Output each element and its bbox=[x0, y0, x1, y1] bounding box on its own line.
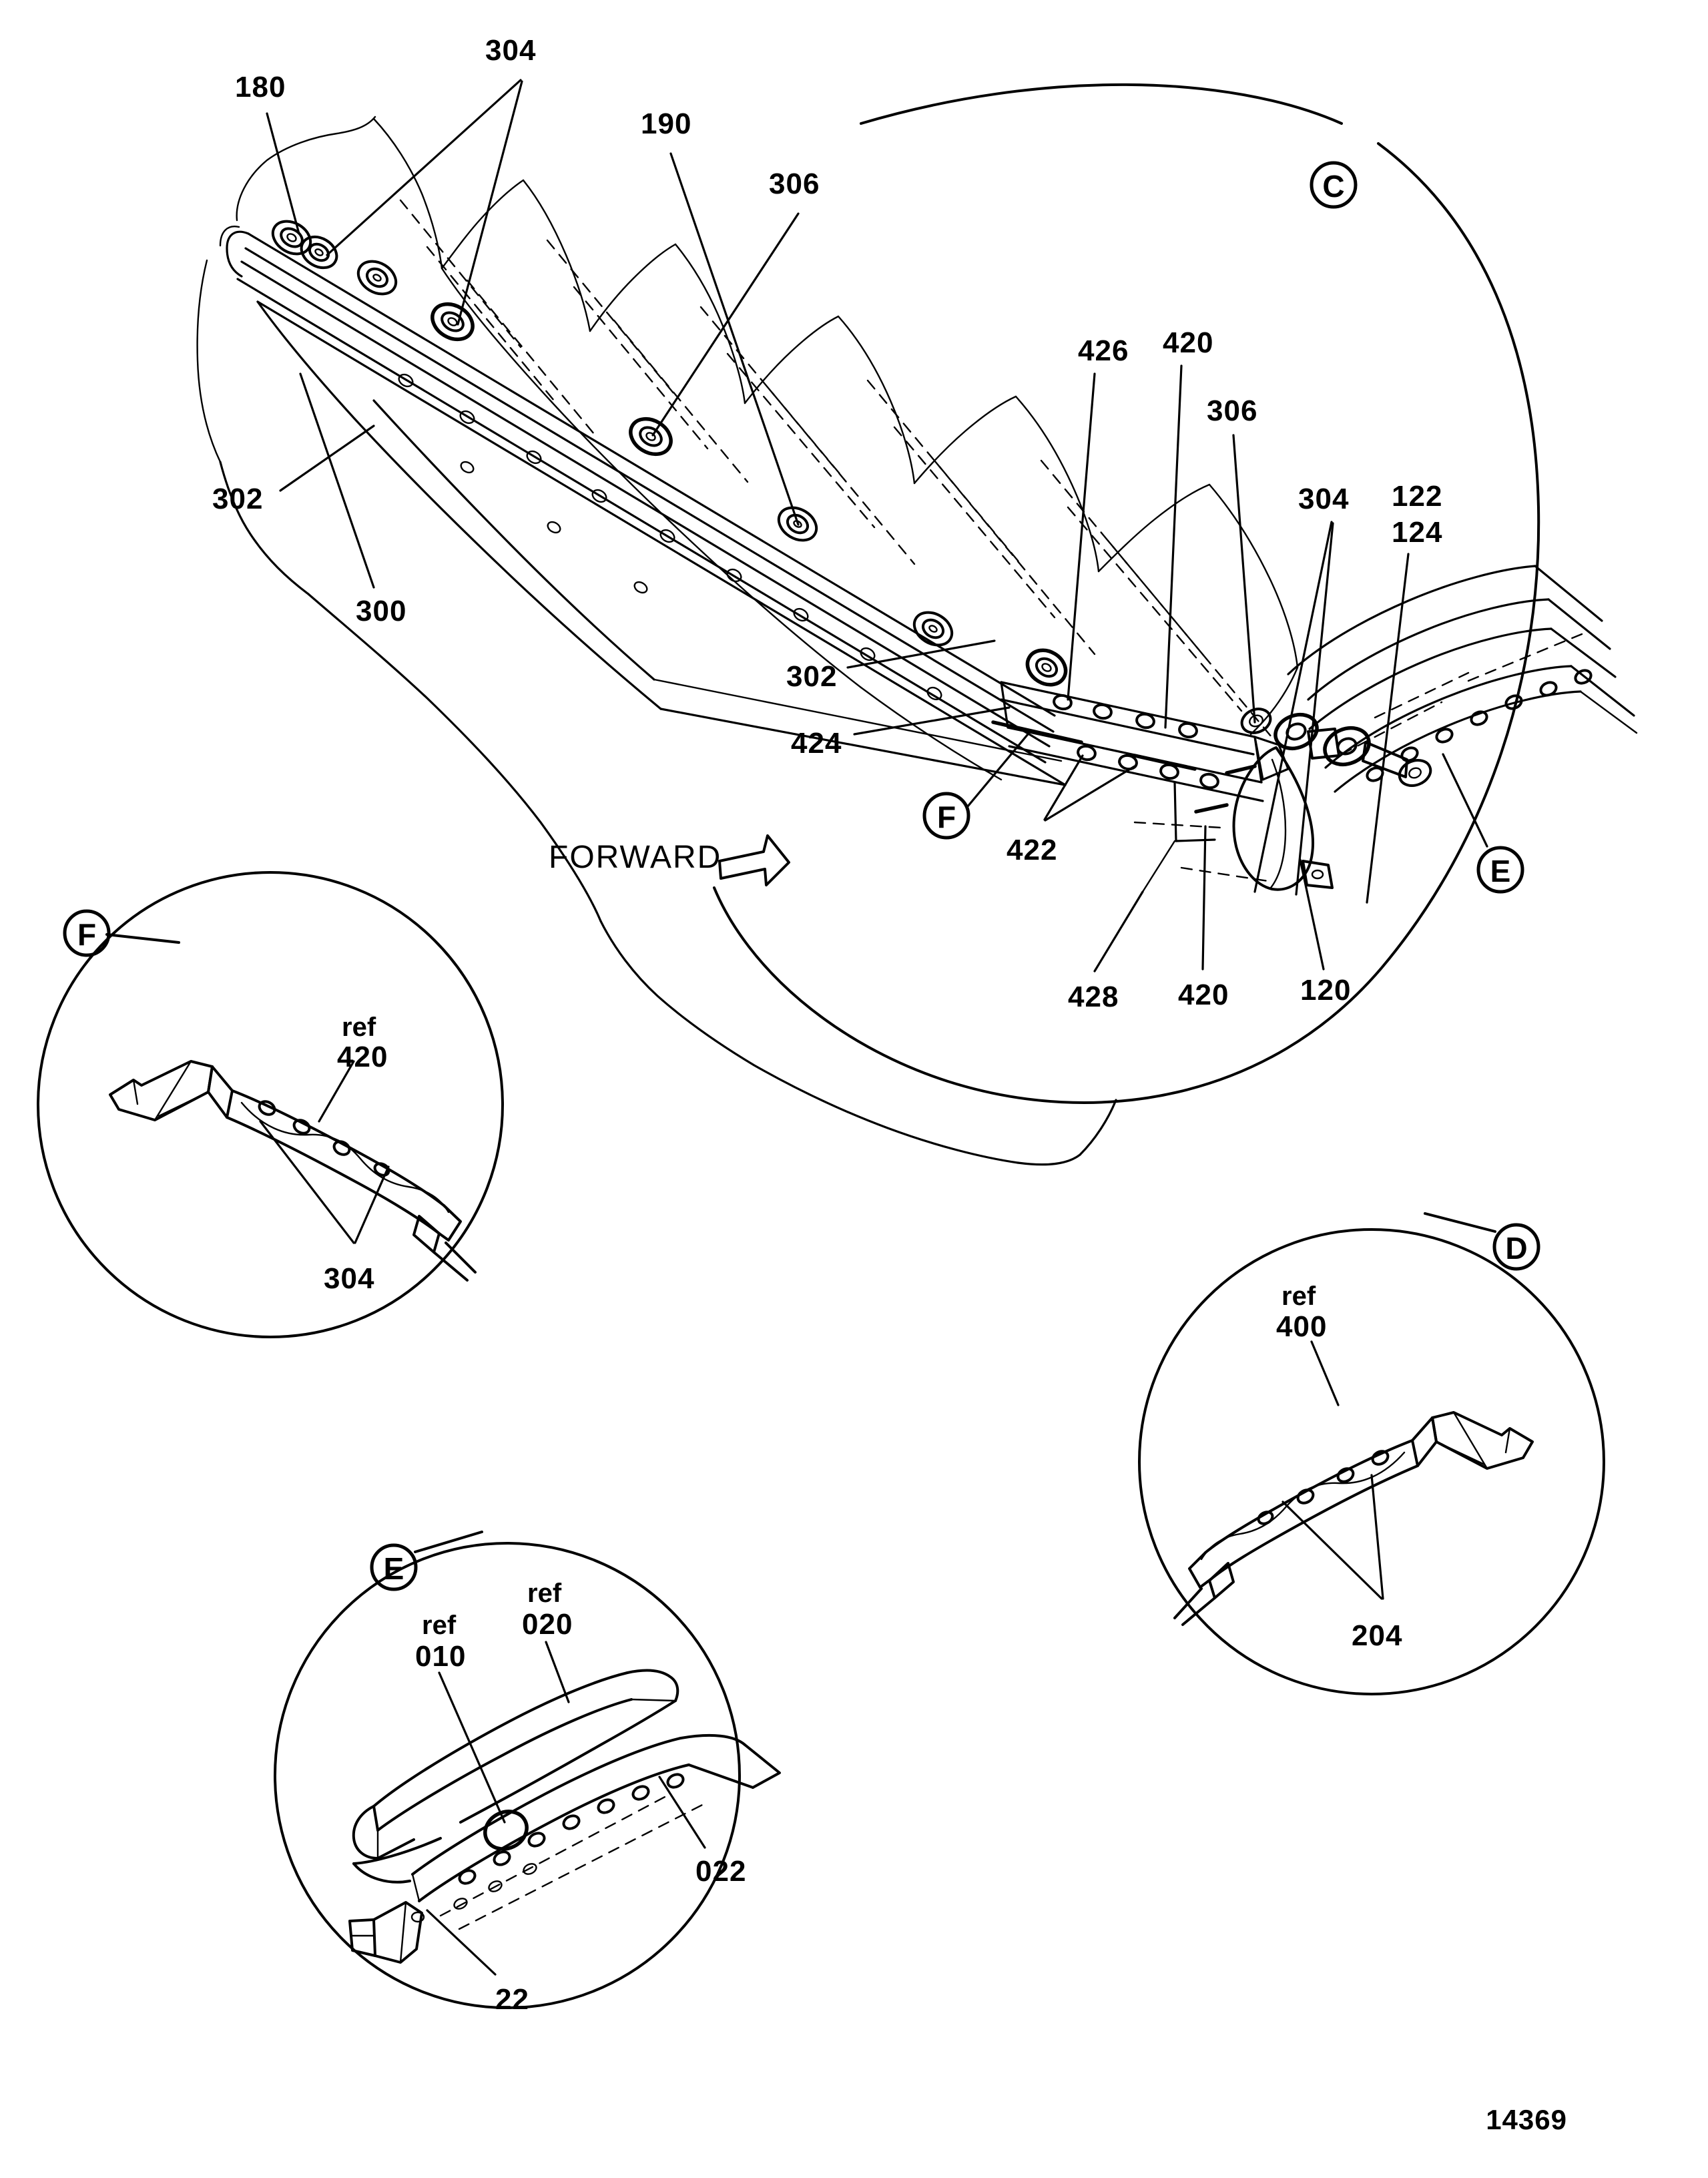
detail-d-ref-word: ref bbox=[1282, 1282, 1316, 1311]
callout-190: 190 bbox=[641, 107, 691, 140]
detail-e-ref-word-010: ref bbox=[422, 1611, 457, 1640]
detail-d-marker-circle bbox=[1492, 1223, 1540, 1271]
callout-300: 300 bbox=[356, 595, 406, 627]
detail-e-ref-020: 020 bbox=[522, 1608, 573, 1641]
callout-304-right: 304 bbox=[1298, 483, 1349, 515]
marker-c-circle bbox=[1310, 161, 1358, 209]
callout-306-upper: 306 bbox=[769, 168, 820, 200]
forward-cross-beam bbox=[991, 681, 1290, 802]
main-view-leaders bbox=[266, 79, 1488, 973]
callout-122: 122 bbox=[1392, 480, 1442, 513]
detail-f-ref-word: ref bbox=[342, 1013, 376, 1042]
forward-direction-label: FORWARD bbox=[549, 840, 722, 875]
detail-f-view bbox=[37, 871, 504, 1338]
detail-f-callout-304: 304 bbox=[324, 1262, 374, 1295]
callout-422: 422 bbox=[1007, 834, 1057, 866]
callout-304-top: 304 bbox=[485, 34, 536, 67]
detail-f-marker-circle bbox=[63, 909, 111, 957]
detail-d-view bbox=[1138, 1228, 1605, 1695]
callout-120: 120 bbox=[1300, 974, 1351, 1007]
detail-d-callout-204: 204 bbox=[1352, 1619, 1402, 1652]
callout-302-center: 302 bbox=[786, 660, 837, 693]
marker-e-circle bbox=[1476, 846, 1524, 894]
detail-e-ref-word-020: ref bbox=[527, 1579, 562, 1608]
callout-424: 424 bbox=[791, 727, 842, 760]
detail-marker-circles bbox=[922, 161, 1524, 894]
detail-e-letter: E bbox=[384, 1551, 404, 1586]
detail-f-circle bbox=[37, 871, 504, 1338]
detail-d-letter: D bbox=[1505, 1231, 1527, 1266]
detail-e-circle bbox=[274, 1542, 741, 2009]
marker-f-letter: F bbox=[937, 800, 956, 834]
callout-302-left: 302 bbox=[212, 483, 263, 515]
callout-420-upper: 420 bbox=[1163, 326, 1213, 359]
lower-phantom-detail bbox=[1133, 781, 1269, 893]
detail-e-ref-010: 010 bbox=[415, 1640, 466, 1673]
detail-c-boundary bbox=[713, 83, 1540, 1104]
callout-180: 180 bbox=[235, 71, 286, 103]
callout-124: 124 bbox=[1392, 516, 1442, 549]
fuselage-floor-outline bbox=[196, 115, 1117, 1166]
detail-f-letter: F bbox=[77, 917, 96, 952]
detail-f-ref-420: 420 bbox=[337, 1041, 388, 1073]
detail-e-part bbox=[348, 1669, 781, 1964]
marker-e-letter: E bbox=[1490, 854, 1511, 888]
marker-c-letter: C bbox=[1322, 169, 1344, 204]
detail-e-callout-22: 22 bbox=[495, 1983, 529, 2016]
detail-d-circle bbox=[1138, 1228, 1605, 1695]
callout-420-lower: 420 bbox=[1178, 979, 1229, 1011]
seat-cushion-phantom bbox=[372, 117, 1299, 781]
callout-428: 428 bbox=[1068, 981, 1119, 1013]
figure-number: 14369 bbox=[1486, 2104, 1567, 2135]
seat-track-rail bbox=[219, 226, 1067, 786]
detail-e-view bbox=[274, 1542, 781, 2009]
detail-f-part bbox=[109, 1060, 477, 1282]
marker-f-circle bbox=[922, 792, 970, 840]
callout-306-lower: 306 bbox=[1207, 394, 1257, 427]
forward-arrow-icon bbox=[718, 834, 790, 886]
detail-e-marker-circle bbox=[370, 1543, 418, 1591]
track-fastener-studs bbox=[271, 220, 1068, 687]
detail-e-callout-022: 022 bbox=[695, 1855, 746, 1888]
detail-d-ref-400: 400 bbox=[1276, 1310, 1327, 1343]
callout-426: 426 bbox=[1078, 334, 1129, 367]
